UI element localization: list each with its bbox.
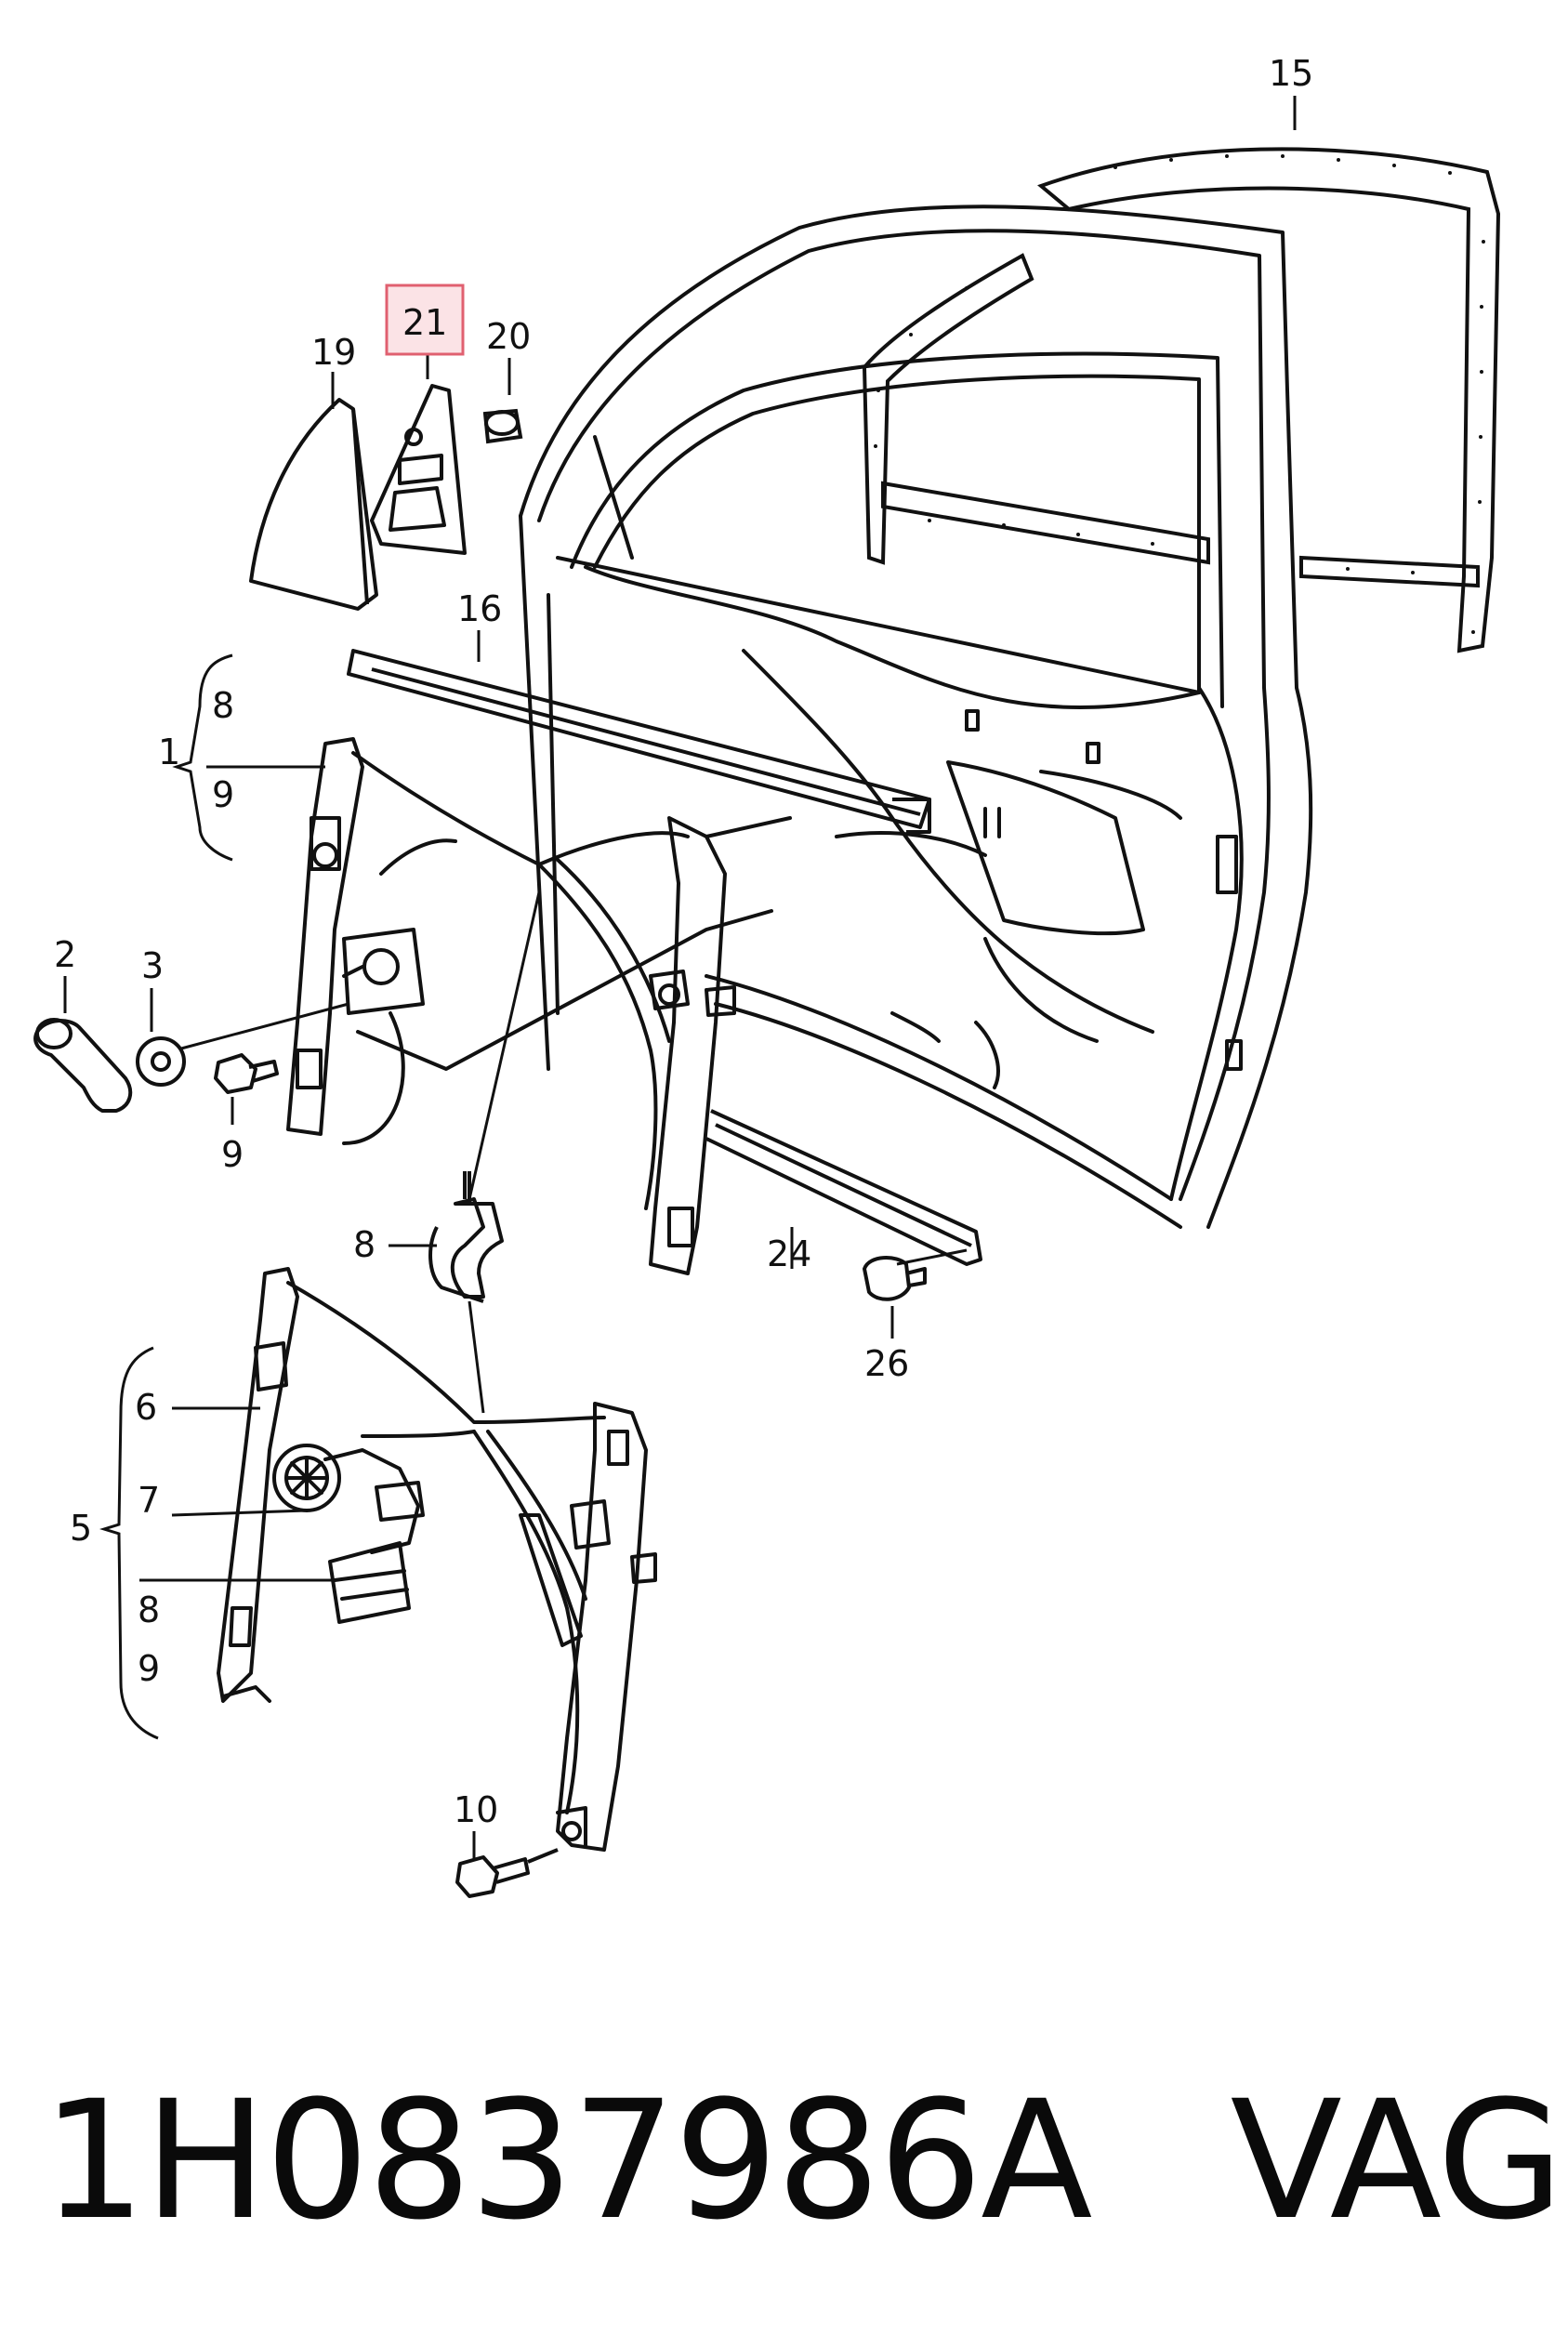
callout-16: 16 xyxy=(457,588,502,629)
electric-window-regulator xyxy=(217,1267,657,1852)
callout-9: 9 xyxy=(138,1648,160,1689)
callout-labels: 15 21 19 20 16 8 1 9 2 3 9 8 24 26 6 5 7… xyxy=(54,53,1313,1830)
callout-8: 8 xyxy=(212,685,234,726)
part-8-clamp xyxy=(428,1171,504,1303)
callout-20: 20 xyxy=(486,316,531,357)
part-number-caption: 1H0837986A VAG xyxy=(42,2050,1563,2273)
callout-6: 6 xyxy=(135,1387,157,1428)
callout-15: 15 xyxy=(1269,53,1313,94)
callout-10: 10 xyxy=(454,1789,498,1830)
callout-21: 21 xyxy=(402,302,447,343)
callout-1: 1 xyxy=(158,732,180,772)
callout-7: 7 xyxy=(138,1480,160,1521)
highlight-box xyxy=(385,284,465,356)
part-2-crank-handle xyxy=(33,1018,133,1113)
callout-5: 5 xyxy=(70,1508,92,1549)
connector-line xyxy=(468,1300,485,1414)
callout-8: 8 xyxy=(353,1224,376,1265)
callout-26: 26 xyxy=(864,1343,909,1384)
part-26-clip xyxy=(863,1256,927,1301)
leader-lines xyxy=(63,96,1297,1859)
part-3-washer xyxy=(136,1036,186,1087)
crank-axis-line xyxy=(180,1002,349,1050)
part-10-bolt xyxy=(455,1848,559,1898)
door-seal-texture xyxy=(874,154,1485,634)
door-seal-drawing xyxy=(862,147,1501,653)
part-20-clip xyxy=(482,408,523,444)
callout-9: 9 xyxy=(221,1134,244,1175)
connector-line xyxy=(896,1248,968,1266)
part-number: 1H0837986A xyxy=(42,2065,1093,2256)
part-21-triangle-bracket xyxy=(370,384,467,555)
callout-19: 19 xyxy=(311,332,356,373)
part-16-window-strip xyxy=(347,649,931,834)
part-24-sill-strip xyxy=(705,1109,982,1266)
connector-line xyxy=(468,891,541,1200)
manual-window-regulator xyxy=(286,737,792,1275)
callout-8: 8 xyxy=(138,1590,160,1630)
callout-2: 2 xyxy=(54,934,76,975)
callout-9: 9 xyxy=(212,774,234,815)
door-body-drawing xyxy=(519,204,1313,1229)
callout-24: 24 xyxy=(767,1233,811,1274)
callout-3: 3 xyxy=(141,945,164,986)
manufacturer-name: VAG xyxy=(1230,2065,1564,2256)
part-19-triangle-cover xyxy=(249,398,378,611)
part-9-bolt xyxy=(214,1053,279,1094)
